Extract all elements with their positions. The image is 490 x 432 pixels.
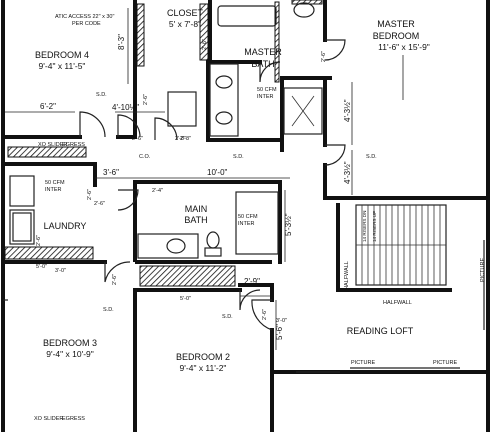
windows — [3, 240, 485, 373]
closets — [4, 0, 323, 287]
picture-label-1: PICTURE — [351, 360, 375, 366]
egress-top: EGRESS — [62, 142, 85, 148]
dim-label-9: 2'-9" — [244, 277, 260, 286]
dim-label-14: 2'-6" — [132, 136, 143, 142]
dim-label-5: 10'-0" — [207, 168, 228, 177]
bedroom2-size: 9'-4" x 11'-2" — [180, 363, 227, 373]
fan-laundry-2: INTER — [45, 187, 62, 193]
fan-master-bath-1: 50 CFM — [257, 87, 277, 93]
egress-bottom: EGRESS — [62, 416, 85, 422]
master-bedroom-name-1: MASTER — [377, 19, 415, 29]
dim-label-7: 4'-3½" — [343, 161, 352, 184]
carbon-monoxide-detector: C.O. — [139, 154, 151, 160]
dim-label-27: 3'-0" — [276, 318, 287, 324]
dimension-labels: 8'-3" 6'-2" 4'-10½" 3'-6" 10'-0" 4'-3½" … — [36, 34, 352, 340]
dim-label-12: 5'-0" — [36, 264, 47, 270]
stairs-dn-label: 14 RISERS DN — [362, 211, 367, 242]
xo-slider-bottom: XO SLIDER — [34, 416, 63, 422]
closet-size: 5' x 7'-8" — [169, 19, 201, 29]
dimension-lines — [5, 8, 404, 350]
master-bedroom-name-2: BEDROOM — [373, 31, 420, 41]
stairs-up-label: 14 RISERS UP — [372, 211, 377, 242]
room-labels: BEDROOM 4 9'-4" x 11'-5" CLOSET 5' x 7'-… — [35, 8, 430, 373]
dim-label-25: 2'-6" — [94, 201, 105, 207]
closet-name: CLOSET — [167, 8, 204, 18]
master-bath-name-1: MASTER — [244, 47, 282, 57]
dim-label-10: 5'-6" — [275, 324, 284, 340]
reading-loft-name: READING LOFT — [347, 326, 414, 336]
fan-laundry-1: 50 CFM — [45, 180, 65, 186]
xo-slider-top: XO SLIDER — [38, 142, 67, 148]
dim-label-3: 4'-10½" — [112, 103, 139, 112]
dim-label-11: 5'-0" — [180, 296, 191, 302]
notes: ATIC ACCESS 22" x 30" PER CODE 50 CFM IN… — [34, 14, 486, 422]
dim-label-2: 6'-2" — [40, 102, 56, 111]
dim-label-13: 2'-6" — [202, 39, 208, 50]
dim-label-22: 2'-8" — [180, 136, 191, 142]
dim-label-20: 2'-6" — [112, 274, 118, 285]
dim-label-8: 5'-3½" — [284, 213, 293, 236]
picture-vertical-label: PICTURE — [480, 258, 486, 282]
fan-master-bath-2: INTER — [257, 94, 274, 100]
fan-main-bath-2: INTER — [238, 221, 255, 227]
master-bath-name-2: BATH — [251, 59, 274, 69]
laundry-name: LAUNDRY — [44, 221, 87, 231]
dim-label-24: 2'-6" — [143, 94, 149, 105]
dim-label-4: 3'-6" — [103, 168, 119, 177]
attic-access-note-1: ATIC ACCESS 22" x 30" — [55, 14, 114, 20]
main-bath-name-2: BATH — [184, 215, 207, 225]
dim-label-15: 2'-6" — [321, 51, 327, 62]
attic-access-note-2: PER CODE — [72, 21, 101, 27]
smoke-detector-3: S.D. — [366, 154, 377, 160]
stair-treads — [361, 205, 441, 285]
smoke-detector-2: S.D. — [233, 154, 244, 160]
dim-label-26: 3'-0" — [55, 268, 66, 274]
dim-label-23: 2'-6" — [323, 169, 329, 180]
bedroom4-name: BEDROOM 4 — [35, 50, 89, 60]
master-bedroom-size: 11'-6" x 15'-9" — [378, 42, 430, 52]
dim-label-17: 2'-4" — [152, 188, 163, 194]
dim-label-21: 2'-6" — [262, 309, 268, 320]
dim-label-1: 8'-3" — [117, 34, 126, 50]
bedroom2-name: BEDROOM 2 — [176, 352, 230, 362]
fan-main-bath-1: 50 CFM — [238, 214, 258, 220]
bedroom3-size: 9'-4" x 10'-9" — [46, 349, 94, 359]
dim-label-16: 2'-8" — [175, 136, 186, 142]
dim-label-19: 2'-6" — [36, 235, 42, 246]
fixtures — [9, 2, 323, 259]
bedroom3-name: BEDROOM 3 — [43, 338, 97, 348]
smoke-detector-1: S.D. — [96, 92, 107, 98]
stairs: 14 RISERS DN 14 RISERS UP — [355, 204, 447, 286]
halfwall-vertical-label: HALFWALL — [344, 261, 350, 290]
main-bath-name-1: MAIN — [185, 204, 208, 214]
bedroom4-size: 9'-4" x 11'-5" — [39, 61, 86, 71]
picture-label-2: PICTURE — [433, 360, 457, 366]
doors — [79, 39, 346, 331]
smoke-detector-5: S.D. — [222, 314, 233, 320]
smoke-detector-4: S.D. — [103, 307, 114, 313]
dim-label-18: 2'-6" — [87, 189, 93, 200]
dim-label-6: 4'-3½" — [343, 99, 352, 122]
halfwall-label: HALFWALL — [383, 300, 412, 306]
